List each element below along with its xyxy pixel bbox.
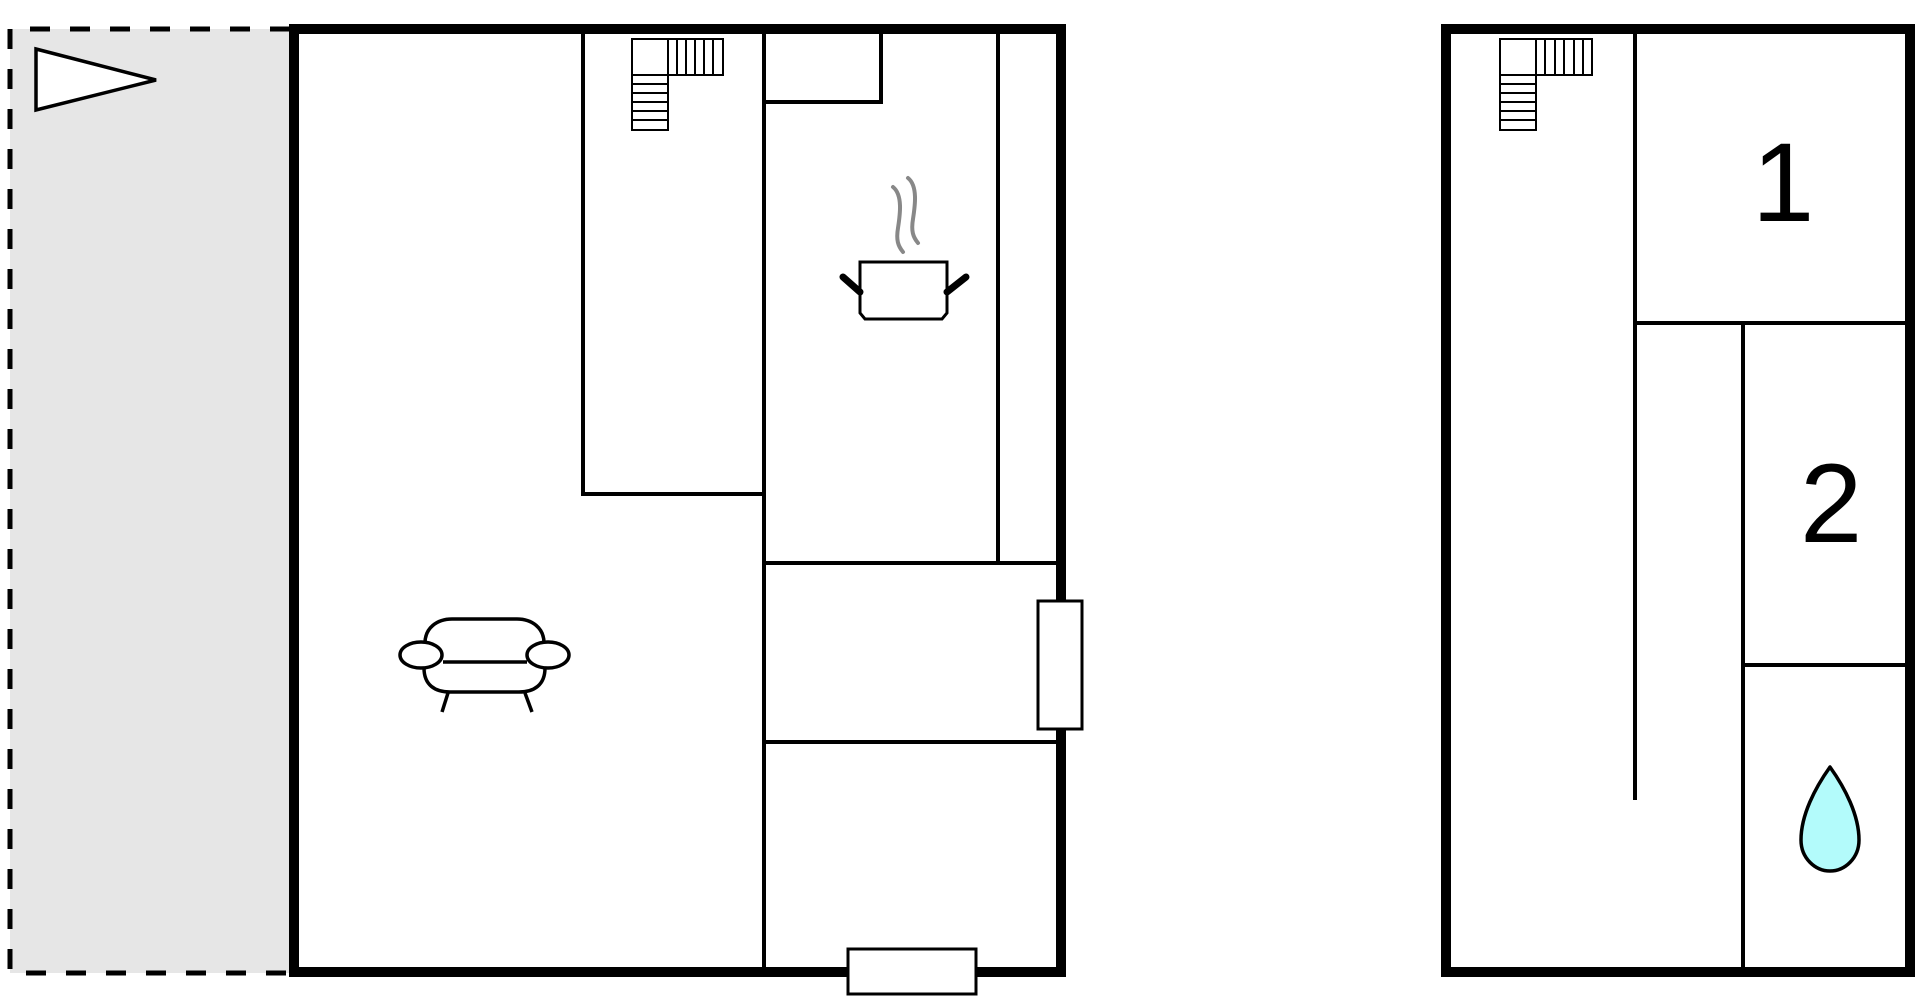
- ground-floor-walls: [289, 24, 1066, 977]
- room-number-2: 2: [1800, 441, 1863, 566]
- direction-triangle-icon: [34, 46, 157, 113]
- room-number-1: 1: [1752, 120, 1815, 245]
- water-drop-icon: [1799, 765, 1861, 873]
- sofa-icon: [398, 617, 571, 713]
- stairs-icon: [631, 38, 724, 131]
- stairs-icon: [1499, 38, 1593, 131]
- terrace: [7, 26, 290, 976]
- window-right: [1036, 599, 1084, 731]
- upper-floor-walls: [1441, 24, 1915, 977]
- window-bottom: [846, 947, 978, 996]
- cooking-pot-icon: [839, 176, 970, 321]
